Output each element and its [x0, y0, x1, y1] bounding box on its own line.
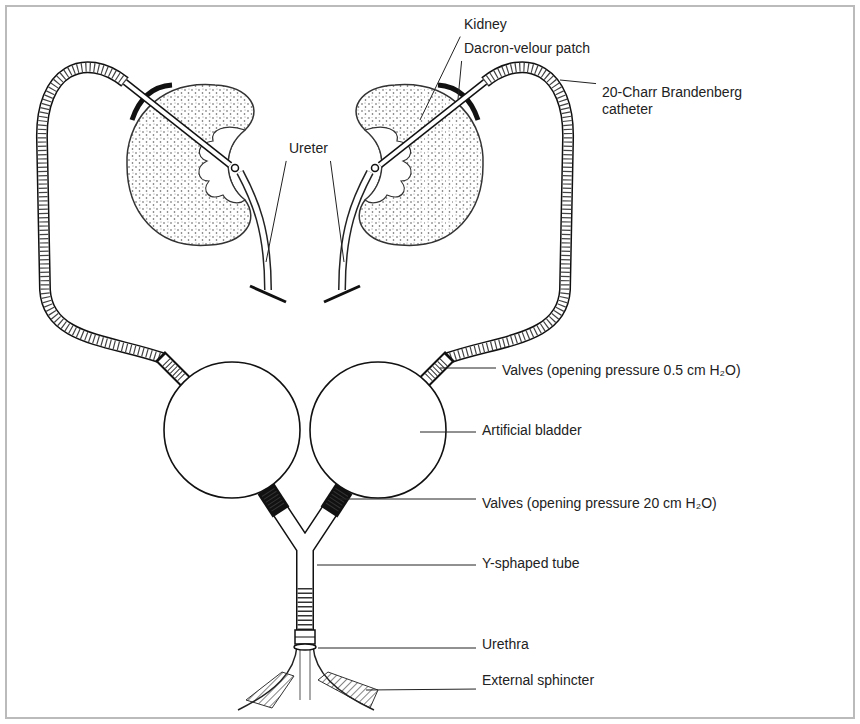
y-tube [266, 489, 344, 632]
urethra [238, 646, 297, 710]
leader-line [317, 565, 476, 566]
kidney [356, 82, 485, 245]
outlet-valve [331, 492, 342, 509]
frame [6, 6, 854, 718]
kidney [199, 127, 245, 203]
ureter [240, 172, 268, 290]
ureter [324, 286, 360, 302]
ligature [232, 165, 239, 172]
catheter-rod [125, 82, 230, 165]
ureter [240, 172, 370, 302]
kidney [365, 127, 411, 203]
part-label: Valves (opening pressure 0.5 cm H₂O) [500, 362, 743, 379]
leader-line [420, 37, 460, 120]
inlet-valve [160, 356, 188, 384]
leader-line [330, 161, 344, 262]
y-tube [266, 489, 344, 632]
part-label: Kidney [462, 16, 509, 33]
inlet-valve [422, 356, 450, 384]
leader-line [318, 648, 476, 649]
catheter-rod [125, 82, 230, 165]
catheter-tube [42, 67, 568, 358]
part-label: External sphincter [480, 672, 596, 689]
kidney [127, 85, 254, 246]
part-label: Ureter [287, 140, 330, 157]
inlet-valve [424, 358, 448, 382]
urethra [238, 630, 378, 710]
inlet-valve [162, 358, 186, 382]
ligature [372, 165, 379, 172]
ureter [342, 172, 370, 290]
part-label: Urethra [480, 636, 531, 653]
kidney [356, 85, 483, 246]
outlet-valve [266, 489, 281, 512]
urethra [295, 630, 315, 644]
leader-line [458, 61, 462, 99]
urethra [313, 646, 374, 710]
leader-line [266, 161, 286, 262]
artificial-bladder [164, 362, 300, 498]
ureter [240, 172, 268, 290]
part-label: Dacron-velour patch [462, 40, 592, 57]
artificial-bladder [310, 362, 446, 498]
leader-line [366, 689, 476, 691]
leader-line [560, 80, 596, 84]
urethra [300, 648, 310, 700]
outlet-valve [268, 492, 279, 509]
part-label: Artificial bladder [480, 422, 584, 439]
leader-line [420, 432, 476, 433]
inlet-valve [428, 362, 444, 378]
y-tube [298, 588, 313, 630]
outlet-valve [329, 489, 344, 512]
part-label: 20-Charr Brandenberg catheter [600, 84, 779, 118]
urethra [295, 637, 315, 638]
y-tube [266, 489, 344, 632]
ureter [342, 172, 370, 290]
kidney [125, 82, 254, 245]
inlet-valve [166, 362, 182, 378]
part-label: Valves (opening pressure 20 cm H₂O) [480, 495, 719, 512]
leader-line [440, 368, 496, 369]
part-label: Y-sphaped tube [480, 555, 582, 572]
artificial-bladder [164, 362, 446, 498]
ureter [250, 286, 286, 302]
leader-line [338, 499, 476, 500]
urethra [294, 644, 316, 650]
